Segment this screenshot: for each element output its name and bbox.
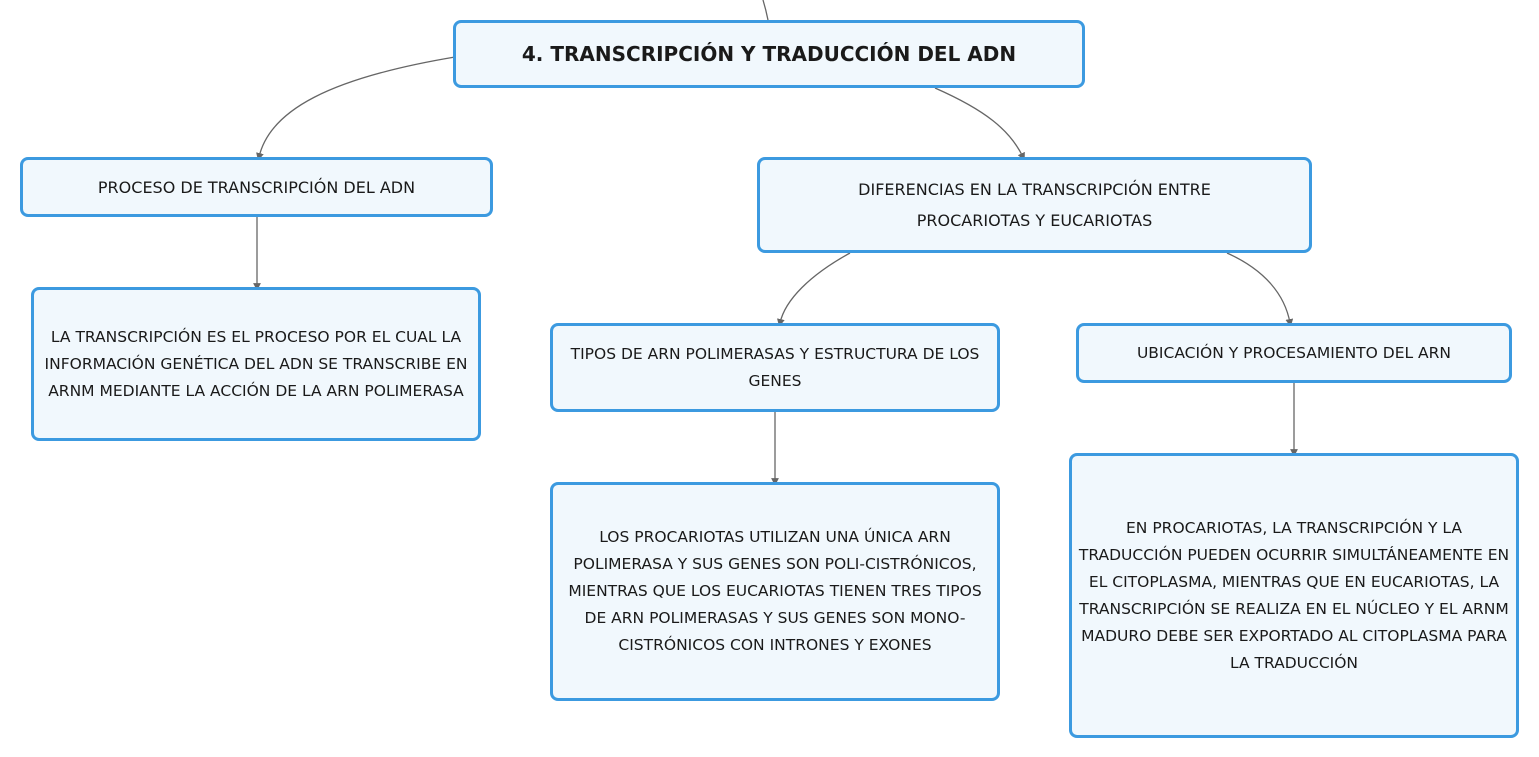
connector-differences-polymerase-types [777, 252, 851, 327]
connector-root-transcription-process [256, 56, 456, 161]
root-topic[interactable]: 4. TRANSCRIPCIÓN Y TRADUCCIÓN DEL ADN [453, 20, 1085, 88]
topic-transcription-process-label: PROCESO DE TRANSCRIPCIÓN DEL ADN [97, 177, 416, 197]
topic-location-processing-label: UBICACIÓN Y PROCESAMIENTO DEL ARN [1136, 343, 1452, 362]
topic-polymerase-types-detail-text: LOS PROCARIOTAS UTILIZAN UNA ÚNICA ARN P… [568, 528, 982, 654]
root-topic-label: 4. TRANSCRIPCIÓN Y TRADUCCIÓN DEL ADN [521, 42, 1017, 66]
connector-parent-root [762, 0, 769, 21]
connector-root-differences [934, 87, 1025, 161]
topic-location-processing-detail-text: EN PROCARIOTAS, LA TRANSCRIPCIÓN Y LA TR… [1078, 518, 1510, 672]
topic-differences[interactable]: DIFERENCIAS EN LA TRANSCRIPCIÓN ENTRE PR… [757, 157, 1312, 253]
topic-polymerase-types-label: TIPOS DE ARN POLIMERASAS Y ESTRUCTURA DE… [570, 344, 980, 390]
topic-transcription-process-detail[interactable]: LA TRANSCRIPCIÓN ES EL PROCESO POR EL CU… [31, 287, 481, 441]
topic-differences-label: DIFERENCIAS EN LA TRANSCRIPCIÓN ENTRE PR… [858, 180, 1211, 230]
connector-differences-location [1226, 252, 1294, 327]
topic-location-processing[interactable]: UBICACIÓN Y PROCESAMIENTO DEL ARN [1076, 323, 1512, 383]
topic-location-processing-detail[interactable]: EN PROCARIOTAS, LA TRANSCRIPCIÓN Y LA TR… [1069, 453, 1519, 738]
topic-transcription-process-detail-text: LA TRANSCRIPCIÓN ES EL PROCESO POR EL CU… [44, 327, 468, 400]
topic-polymerase-types[interactable]: TIPOS DE ARN POLIMERASAS Y ESTRUCTURA DE… [550, 323, 1000, 412]
topic-polymerase-types-detail[interactable]: LOS PROCARIOTAS UTILIZAN UNA ÚNICA ARN P… [550, 482, 1000, 701]
topic-transcription-process[interactable]: PROCESO DE TRANSCRIPCIÓN DEL ADN [20, 157, 493, 217]
